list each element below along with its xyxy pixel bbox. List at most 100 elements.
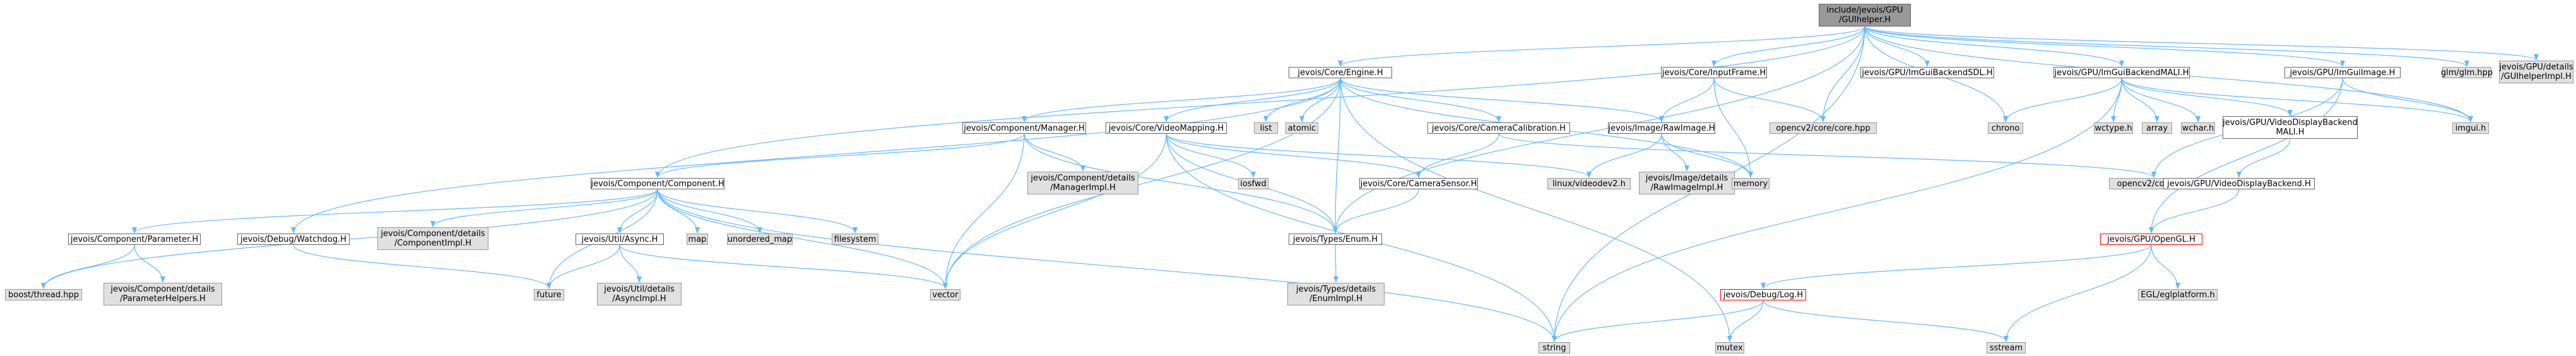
edge-async-to-future — [547, 244, 620, 289]
edge-parameter-to-boostthread — [41, 244, 135, 289]
node-chrono: chrono — [1988, 122, 2023, 134]
node-inputframe[interactable]: jevois/Core/InputFrame.H — [1661, 67, 1767, 78]
edge-rawimage-to-videodev2 — [1586, 133, 1662, 178]
node-wchar: wchar.h — [2181, 122, 2215, 134]
edge-root-to-sdl — [1864, 26, 1930, 67]
node-rawimage[interactable]: jevois/Image/RawImage.H — [1608, 122, 1715, 134]
edge-mali-to-wchar — [2121, 78, 2201, 122]
edge-component-to-filesystem — [657, 189, 858, 234]
node-array: array — [2142, 122, 2172, 134]
edge-log-to-sstream — [1763, 300, 2009, 342]
edge-engine-to-camcal — [1340, 78, 1501, 122]
node-filesystem: filesystem — [832, 234, 878, 245]
edge-component-to-string — [657, 189, 1557, 342]
node-log[interactable]: jevois/Debug/Log.H — [1720, 289, 1806, 300]
edge-root-to-cvcore — [1821, 26, 1865, 122]
edge-mali-to-vdbmali — [2121, 78, 2293, 116]
edge-videomapping-to-camsensor — [1166, 133, 1421, 178]
node-vdb[interactable]: jevois/GPU/VideoDisplayBackend.H — [2163, 178, 2315, 189]
edge-root-to-mali — [1864, 26, 2124, 67]
node-string: string — [1539, 342, 1570, 353]
node-camsensor[interactable]: jevois/Core/CameraSensor.H — [1359, 178, 1478, 189]
node-root[interactable]: include/jevois/GPU /GUIhelper.H — [1819, 4, 1911, 27]
node-paramhelpers: jevois/Component/details /ParameterHelpe… — [103, 283, 222, 306]
node-vector: vector — [930, 289, 960, 300]
edge-imguiimage-to-opengl — [2149, 78, 2343, 234]
node-watchdog[interactable]: jevois/Debug/Watchdog.H — [237, 234, 350, 245]
edge-engine-to-atomic — [1299, 78, 1341, 122]
edge-mali-to-chrono — [2003, 78, 2122, 122]
edge-root-to-enum — [1333, 26, 1865, 234]
node-list: list — [1254, 122, 1278, 134]
edge-component-to-parameter — [132, 189, 658, 234]
edge-root-to-imguiimage — [1864, 26, 2345, 67]
node-sdl[interactable]: jevois/GPU/ImGuiBackendSDL.H — [1860, 67, 1994, 78]
edge-manager-to-managerimpl — [1024, 133, 1085, 172]
edge-engine-to-videomapping — [1164, 78, 1341, 122]
node-glm: glm/glm.hpp — [2440, 67, 2493, 78]
node-sstream: sstream — [1987, 342, 2026, 353]
edge-root-to-component — [655, 26, 1865, 178]
node-boostthread: boost/thread.hpp — [5, 289, 82, 300]
edge-videomapping-to-vector — [943, 133, 1167, 289]
node-eglplatform: EGL/eglplatform.h — [2138, 289, 2218, 300]
edge-component-to-async — [617, 189, 658, 234]
node-map: map — [687, 234, 708, 245]
node-imguiimage[interactable]: jevois/GPU/ImGuiImage.H — [2284, 67, 2401, 78]
edge-inputframe-to-rawimage — [1659, 78, 1715, 122]
node-unordered-map: unordered_map — [727, 234, 793, 245]
node-engine[interactable]: jevois/Core/Engine.H — [1289, 67, 1392, 78]
edge-engine-to-mutex — [1340, 78, 1732, 342]
edge-inputframe-to-memory — [1713, 78, 1753, 178]
edge-camcal-to-camsensor — [1416, 133, 1499, 178]
edge-log-to-string — [1552, 300, 1764, 342]
node-async[interactable]: jevois/Util/Async.H — [576, 234, 664, 245]
edge-engine-to-manager — [1022, 78, 1341, 122]
edge-imguiimage-to-imguih — [2342, 78, 2473, 122]
node-rawimageimpl: jevois/Image/details /RawImageImpl.H — [1639, 172, 1735, 194]
node-asyncimpl: jevois/Util/details /AsyncImpl.H — [597, 283, 682, 306]
node-manager[interactable]: jevois/Component/Manager.H — [962, 122, 1086, 134]
node-managerimpl: jevois/Component/details /ManagerImpl.H — [1027, 172, 1138, 194]
node-guihelperimpl: jevois/GPU/details /GUIhelperImpl.H — [2499, 61, 2573, 83]
edge-mali-to-array — [2121, 78, 2159, 122]
edge-manager-to-vector — [943, 133, 1025, 289]
node-component[interactable]: jevois/Component/Component.H — [591, 178, 724, 189]
node-iosfwd: iosfwd — [1238, 178, 1268, 189]
node-componentimpl: jevois/Component/details /ComponentImpl.… — [377, 227, 488, 250]
edge-enum-to-enumimpl — [1333, 244, 1338, 283]
edge-engine-to-rawimage — [1340, 78, 1664, 122]
node-memory: memory — [1732, 178, 1770, 189]
node-videodev2: linux/videodev2.h — [1547, 178, 1631, 189]
edge-engine-to-watchdog — [291, 78, 1341, 234]
node-enumimpl: jevois/Types/details /EnumImpl.H — [1287, 283, 1385, 306]
edge-root-to-glm — [1864, 26, 2469, 67]
edge-parameter-to-paramhelpers — [134, 244, 165, 283]
edge-manager-to-enum — [1024, 133, 1338, 234]
edge-rawimage-to-memory — [1661, 133, 1753, 178]
node-videomapping[interactable]: jevois/Core/VideoMapping.H — [1106, 122, 1227, 134]
edge-opengl-to-log — [1761, 244, 2152, 289]
node-mutex: mutex — [1715, 342, 1744, 353]
node-future: future — [534, 289, 564, 300]
node-mali[interactable]: jevois/GPU/ImGuiBackendMALI.H — [2053, 67, 2190, 78]
edge-opengl-to-eglplatform — [2151, 244, 2180, 289]
edge-async-to-vector — [619, 244, 948, 289]
node-opengl[interactable]: jevois/GPU/OpenGL.H — [2100, 234, 2202, 245]
edge-component-to-vector — [657, 189, 948, 289]
edge-mali-to-imguih — [2121, 78, 2473, 122]
node-camcal[interactable]: jevois/Core/CameraCalibration.H — [1427, 122, 1570, 134]
edge-component-to-unordered_map — [657, 189, 762, 234]
node-wctype: wctype.h — [2094, 122, 2133, 134]
edge-root-to-guihelperimpl — [1864, 26, 2539, 61]
edge-vdbmali-to-vdb — [2236, 138, 2291, 178]
edge-async-to-asyncimpl — [619, 244, 642, 283]
node-enum[interactable]: jevois/Types/Enum.H — [1289, 234, 1382, 245]
edge-camsensor-to-enum — [1333, 189, 1419, 234]
edge-inputframe-to-cvcore — [1713, 78, 1826, 122]
edge-root-to-inputframe — [1711, 26, 1865, 67]
node-vdbmali[interactable]: jevois/GPU/VideoDisplayBackend MALI.H — [2223, 116, 2358, 139]
edge-mali-to-string — [1552, 78, 2122, 342]
node-parameter[interactable]: jevois/Component/Parameter.H — [68, 234, 201, 245]
edge-root-to-engine — [1338, 26, 1865, 67]
